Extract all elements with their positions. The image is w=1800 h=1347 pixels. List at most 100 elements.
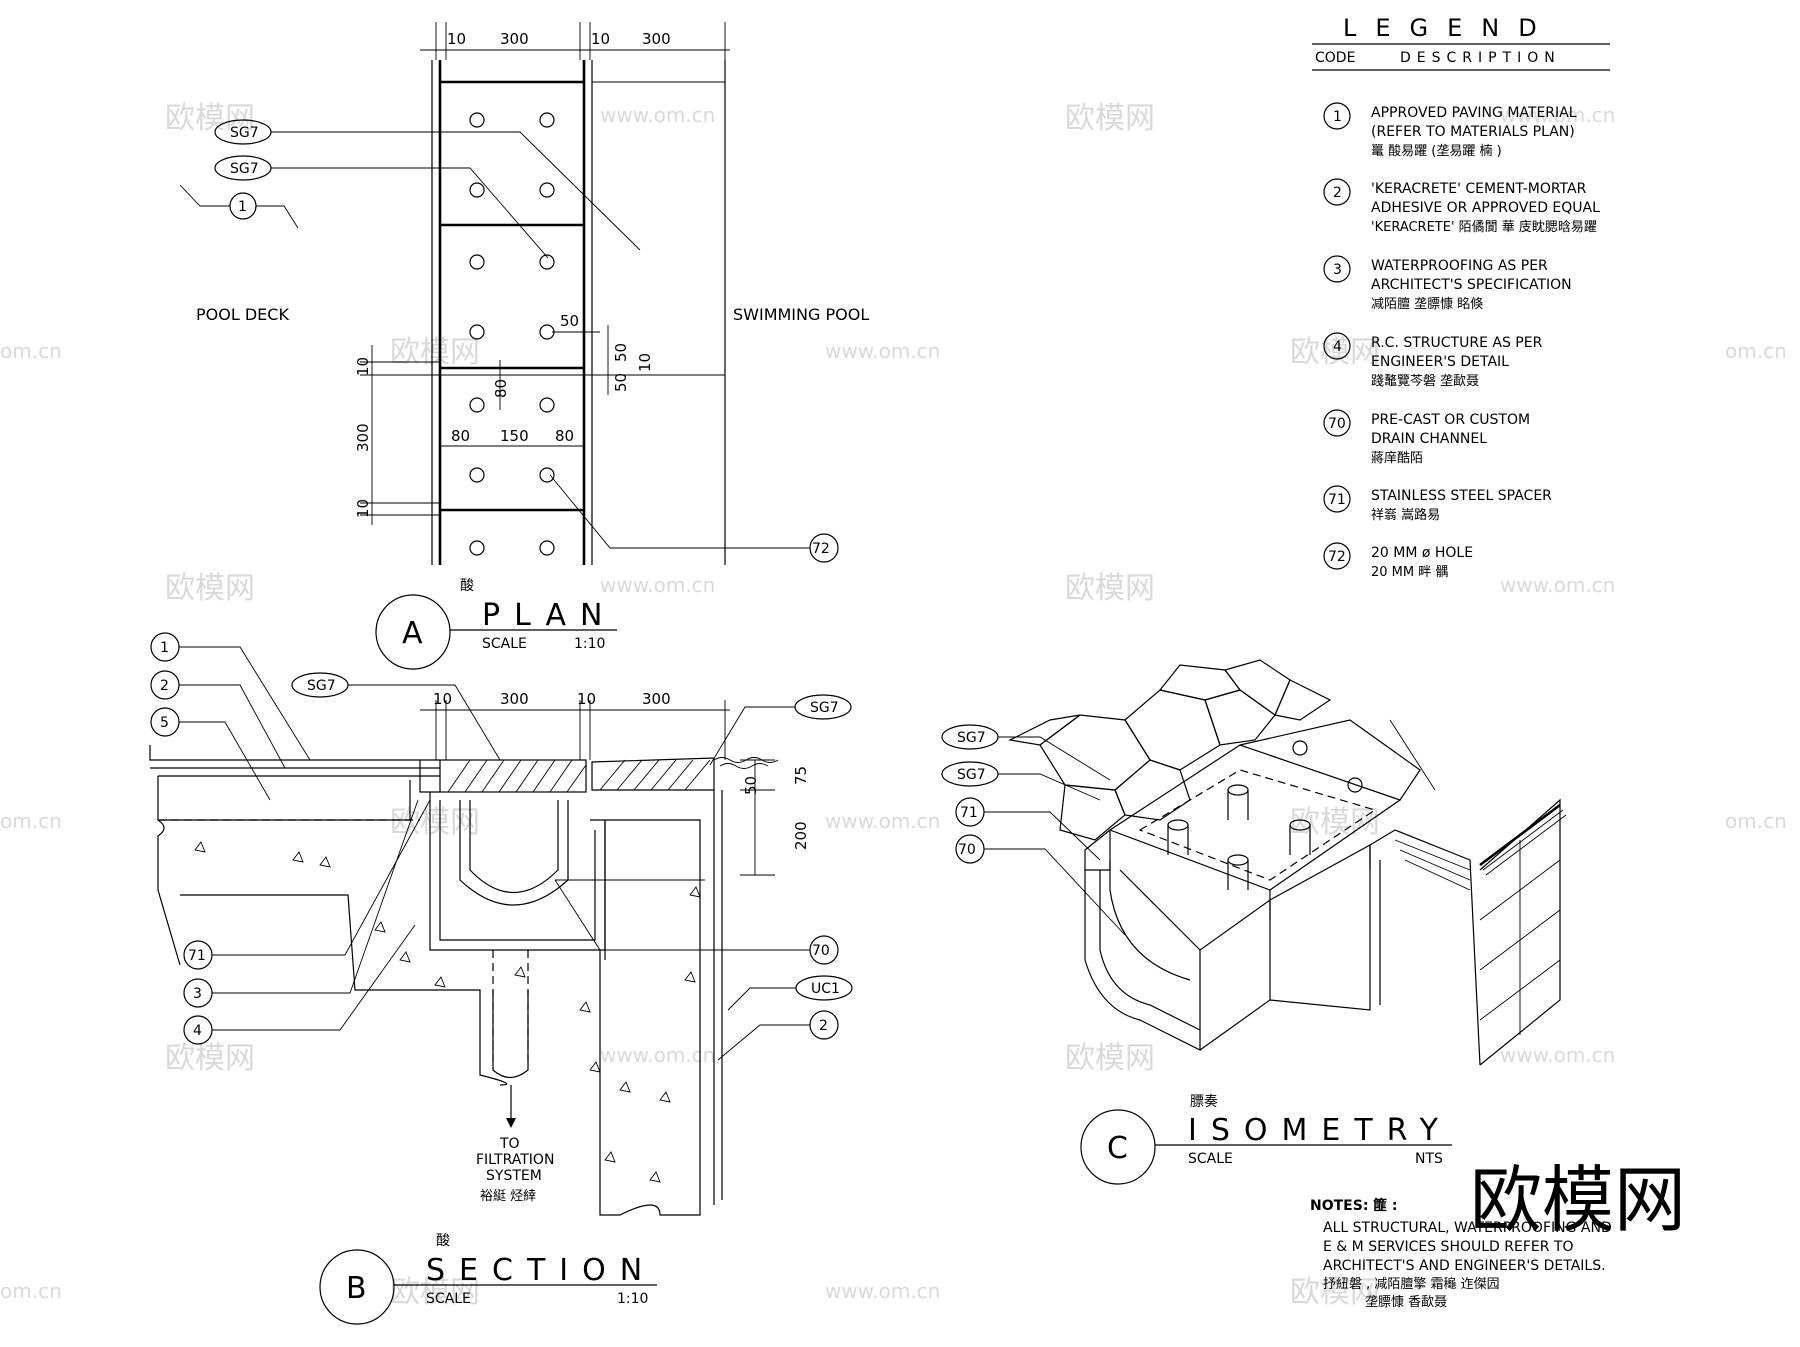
- section-dim-200: 200: [792, 821, 810, 850]
- plan-label-swimming-pool: SWIMMING POOL: [733, 305, 869, 324]
- legend-col-description: DESCRIPTION: [1400, 50, 1561, 66]
- legend-code-1-bubble: [1323, 102, 1351, 130]
- tag-code-1-label: 1: [160, 640, 169, 656]
- notes-heading: NOTES:: [1310, 1198, 1368, 1214]
- tag-sg7-label: SG7: [230, 161, 259, 177]
- legend-code-3: 3: [1333, 262, 1342, 278]
- tag-sg7-label: SG7: [957, 767, 986, 783]
- tag-code-3-label: 3: [193, 986, 202, 1002]
- legend-col-code: CODE: [1315, 50, 1355, 66]
- isometry-title-bubble: [1080, 1109, 1156, 1185]
- legend-code-71-bubble: [1323, 485, 1351, 513]
- section-scale-value: 1:10: [617, 1291, 648, 1307]
- isometry-scale-value: NTS: [1415, 1151, 1443, 1167]
- watermark-url: om.cn: [1725, 339, 1787, 363]
- legend-description-line: WATERPROOFING AS PER: [1371, 258, 1548, 274]
- watermark-url: www.om.cn: [825, 809, 940, 833]
- filtration-label-line: 裕綎 烃緈: [480, 1189, 536, 1204]
- section-chinese-caption: 酸: [436, 1233, 450, 1249]
- watermark-brand: 欧模网: [1065, 571, 1155, 606]
- watermark-brand: 欧模网: [390, 805, 480, 840]
- legend-code-2: 2: [1333, 185, 1342, 201]
- isometry-chinese-caption: 膘奏: [1190, 1094, 1218, 1110]
- tag-code-71-label: 71: [960, 805, 978, 821]
- legend-code-70: 70: [1328, 416, 1346, 432]
- notes: NOTES: 篚 : ALL STRUCTURAL, WATERPROOFING…: [1310, 1197, 1612, 1310]
- plan-dim-300: 300: [642, 30, 671, 48]
- notes-line: ARCHITECT'S AND ENGINEER'S DETAILS.: [1323, 1258, 1606, 1274]
- section-view: 10 300 10 300: [149, 632, 853, 1325]
- notes-line: E & M SERVICES SHOULD REFER TO: [1323, 1239, 1573, 1255]
- iso-paving: [1008, 659, 1332, 841]
- notes-line: 垄膘慷 香歃聂: [1365, 1294, 1447, 1310]
- section-dim-10: 10: [577, 690, 596, 708]
- filtration-label-line: FILTRATION: [476, 1152, 554, 1168]
- legend-code-72: 72: [1328, 549, 1346, 565]
- plan-scale-label: SCALE: [482, 636, 527, 652]
- plan-title-name: PLAN: [482, 598, 616, 633]
- filtration-label-line: TO: [499, 1136, 520, 1152]
- isometry-title-name: ISOMETRY: [1188, 1113, 1452, 1148]
- tag-uc1-label: UC1: [811, 981, 840, 997]
- legend-description-line: DRAIN CHANNEL: [1371, 431, 1487, 447]
- watermark-url: om.cn: [0, 809, 62, 833]
- plan-title-bubble: [375, 594, 451, 670]
- tag-code-2-label: 2: [160, 678, 169, 694]
- section-dim-300: 300: [642, 690, 671, 708]
- plan-dim-80: 80: [555, 427, 574, 445]
- legend-description-line: ADHESIVE OR APPROVED EQUAL: [1371, 200, 1600, 216]
- watermark-url: www.om.cn: [1500, 103, 1615, 127]
- plan-dim-80: 80: [451, 427, 470, 445]
- tag-sg7-label: SG7: [957, 730, 986, 746]
- plan-view: 10 300 10 300: [179, 22, 869, 670]
- section-grating: [419, 757, 715, 793]
- watermark-brand: 欧模网: [1290, 805, 1380, 840]
- isometry-title-letter: C: [1107, 1131, 1128, 1166]
- watermark-url: www.om.cn: [600, 573, 715, 597]
- plan-dim-50: 50: [612, 343, 630, 362]
- legend-code-2-bubble: [1323, 178, 1351, 206]
- legend-code-1: 1: [1333, 109, 1342, 125]
- legend-description-line: STAINLESS STEEL SPACER: [1371, 488, 1552, 504]
- legend-description-line: 'KERACRETE' 陌僪閬 華 庋眈腮晗易躣: [1371, 219, 1597, 235]
- tag-code-1-label: 1: [238, 199, 247, 215]
- brand-watermark-large: 欧模网: [1470, 1158, 1686, 1242]
- tag-code-72-label: 72: [812, 541, 830, 557]
- plan-holes: [469, 112, 555, 556]
- watermark-url: www.om.cn: [600, 1043, 715, 1067]
- tag-code-4-label: 4: [193, 1023, 202, 1039]
- legend-description-line: 鼍 酸易躣 (垄易躣 楠 ): [1371, 144, 1502, 159]
- section-aggregate: [194, 841, 701, 1183]
- watermark-brand: 欧模网: [1290, 335, 1380, 370]
- tag-code-2-label: 2: [819, 1018, 828, 1034]
- watermark-url: om.cn: [1725, 809, 1787, 833]
- watermark-brand: 欧模网: [165, 101, 255, 136]
- watermark-url: om.cn: [0, 339, 62, 363]
- legend-description-line: 20 MM 畔 髃: [1371, 565, 1448, 580]
- plan-title-letter: A: [402, 616, 423, 651]
- section-scale-label: SCALE: [426, 1291, 471, 1307]
- filtration-label-line: SYSTEM: [486, 1168, 542, 1184]
- watermark-brand: 欧模网: [1290, 1275, 1380, 1310]
- legend-description-line: PRE-CAST OR CUSTOM: [1371, 412, 1530, 428]
- watermark-brand: 欧模网: [165, 1041, 255, 1076]
- watermark-url: www.om.cn: [825, 339, 940, 363]
- section-dim-50: 50: [742, 776, 760, 795]
- watermark-layer: 欧模网 欧模网 欧模网 欧模网 欧模网 欧模网 欧模网 欧模网 欧模网 欧模网 …: [165, 101, 1380, 1310]
- legend-code-71: 71: [1328, 492, 1346, 508]
- plan-dim-150: 150: [500, 427, 529, 445]
- plan-spacers: [440, 80, 725, 512]
- watermark-url: www.om.cn: [1500, 573, 1615, 597]
- plan-dim-50: 50: [612, 373, 630, 392]
- plan-dim-10: 10: [354, 357, 372, 376]
- legend-description-line: ENGINEER'S DETAIL: [1371, 354, 1509, 370]
- plan-dim-50: 50: [560, 312, 579, 330]
- section-dim-75: 75: [792, 766, 810, 785]
- plan-dim-300: 300: [500, 30, 529, 48]
- legend-code-3-bubble: [1323, 255, 1351, 283]
- legend-title: LEGEND: [1343, 14, 1556, 42]
- section-dim-300: 300: [500, 690, 529, 708]
- plan-scale-value: 1:10: [574, 636, 605, 652]
